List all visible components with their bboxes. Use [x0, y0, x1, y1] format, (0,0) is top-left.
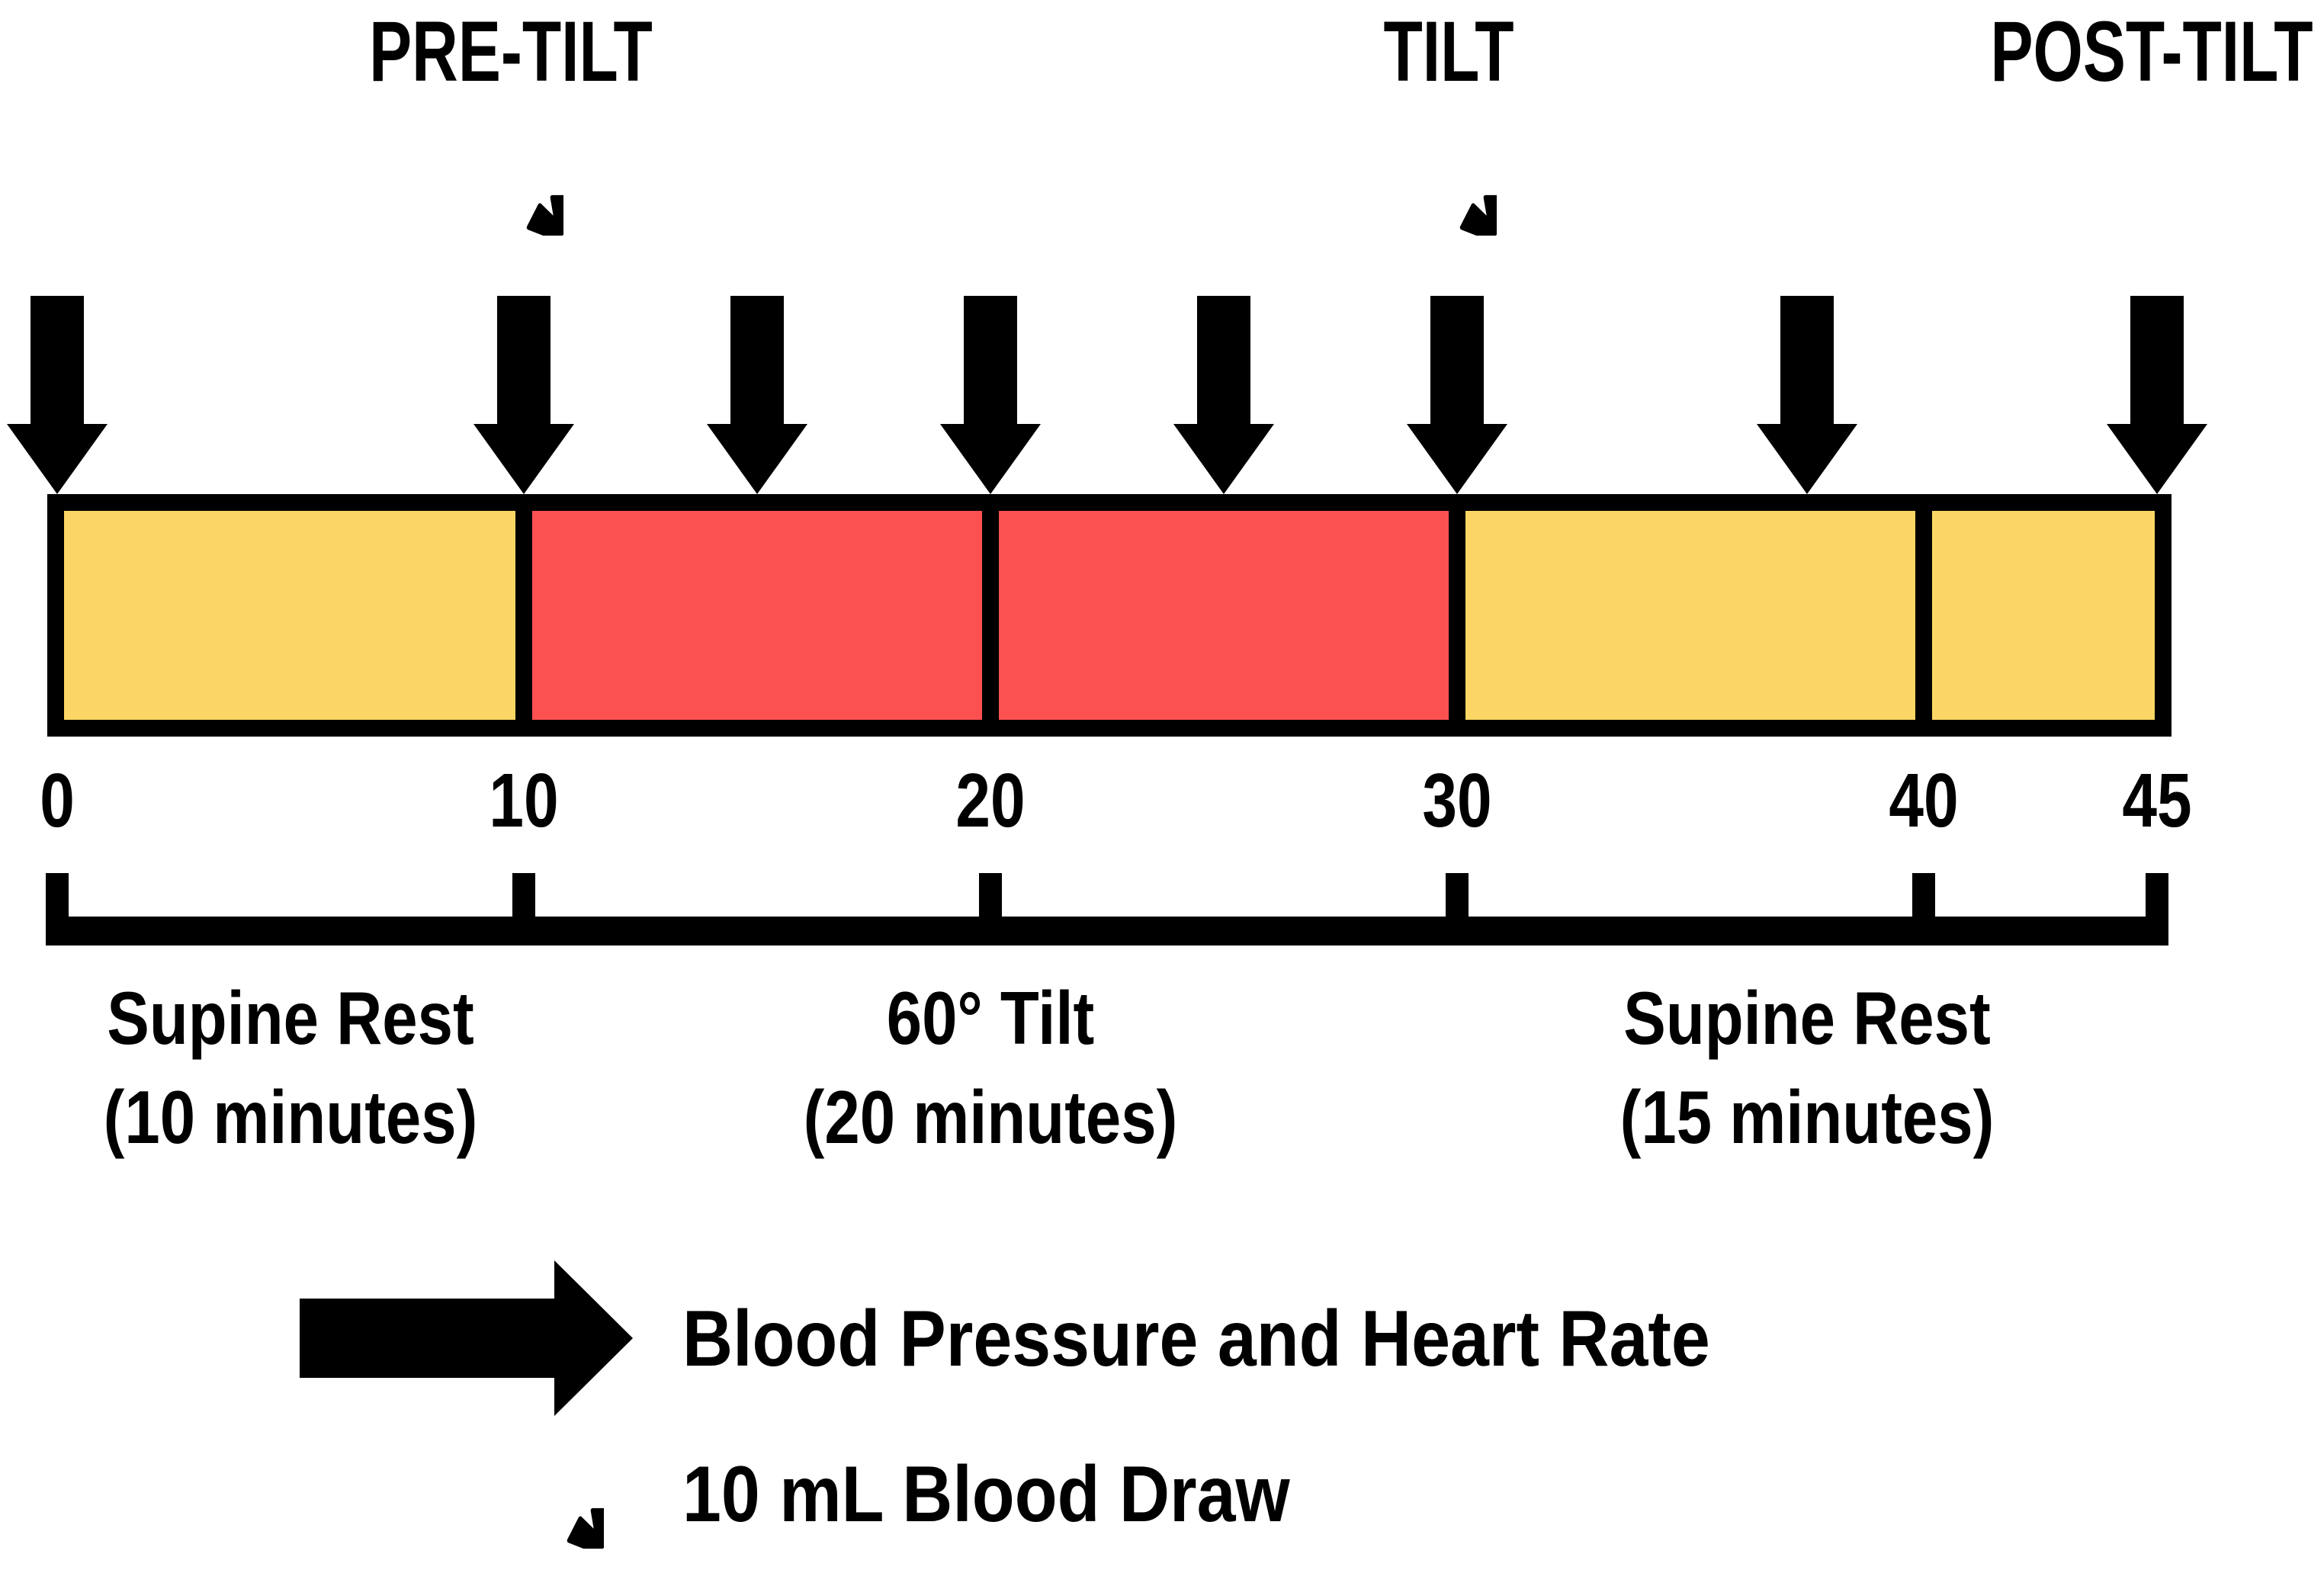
phase-label-tilt: 60° Tilt (20 minutes)	[804, 968, 1178, 1167]
stage-label-pre-tilt: PRE-TILT	[369, 4, 653, 99]
time-label: 10	[489, 758, 559, 843]
timeline-bar	[47, 494, 2172, 737]
legend-asterisk-icon	[525, 1459, 604, 1549]
bracket-tick	[2146, 873, 2168, 946]
blood-draw-asterisk-icon	[1417, 146, 1497, 236]
phase-duration: (15 minutes)	[1619, 1075, 1995, 1159]
phase-duration: (20 minutes)	[803, 1075, 1178, 1159]
time-label: 30	[1422, 758, 1492, 843]
phase-name: Supine Rest	[1623, 976, 1991, 1060]
bracket-tick	[1912, 873, 1935, 946]
timeline-segment	[64, 511, 524, 720]
bp-hr-arrow-icon	[1757, 296, 1857, 494]
bp-hr-arrow-icon	[707, 296, 807, 494]
timeline-segment	[1457, 511, 1924, 720]
legend-arrow-icon	[300, 1260, 633, 1416]
segment-divider	[1449, 511, 1465, 720]
bp-hr-arrow-icon	[1173, 296, 1274, 494]
phase-name: Supine Rest	[107, 976, 474, 1060]
bp-hr-arrow-icon	[2107, 296, 2207, 494]
bracket-tick	[1446, 873, 1469, 946]
phase-bracket	[47, 917, 2168, 946]
bp-hr-arrow-icon	[1407, 296, 1507, 494]
blood-draw-asterisk-icon	[484, 146, 563, 236]
legend-label-blood-draw: 10 mL Blood Draw	[682, 1450, 1290, 1539]
segment-divider	[1915, 511, 1932, 720]
bp-hr-arrow-icon	[940, 296, 1041, 494]
timeline-segment	[990, 511, 1457, 720]
phase-name: 60° Tilt	[886, 976, 1095, 1060]
bp-hr-arrow-icon	[7, 296, 108, 494]
segment-divider	[515, 511, 532, 720]
phase-duration: (10 minutes)	[103, 1075, 478, 1159]
legend-label-bp-hr: Blood Pressure and Heart Rate	[682, 1295, 1710, 1383]
bracket-tick	[46, 873, 69, 946]
time-label: 0	[40, 758, 75, 843]
timeline-segment	[524, 511, 990, 720]
bracket-tick	[512, 873, 535, 946]
segment-divider	[982, 511, 999, 720]
bp-hr-arrow-icon	[473, 296, 574, 494]
time-label: 40	[1889, 758, 1959, 843]
timeline-segment	[1924, 511, 2155, 720]
stage-label-tilt: TILT	[1383, 4, 1514, 99]
bracket-tick	[979, 873, 1002, 946]
phase-label-supine-rest-1: Supine Rest (10 minutes)	[104, 968, 478, 1167]
phase-label-supine-rest-2: Supine Rest (15 minutes)	[1620, 968, 1995, 1167]
timeline-bar-segments	[64, 511, 2155, 720]
time-label: 45	[2122, 758, 2192, 843]
stage-label-post-tilt: POST-TILT	[1990, 4, 2313, 99]
time-label: 20	[955, 758, 1026, 843]
